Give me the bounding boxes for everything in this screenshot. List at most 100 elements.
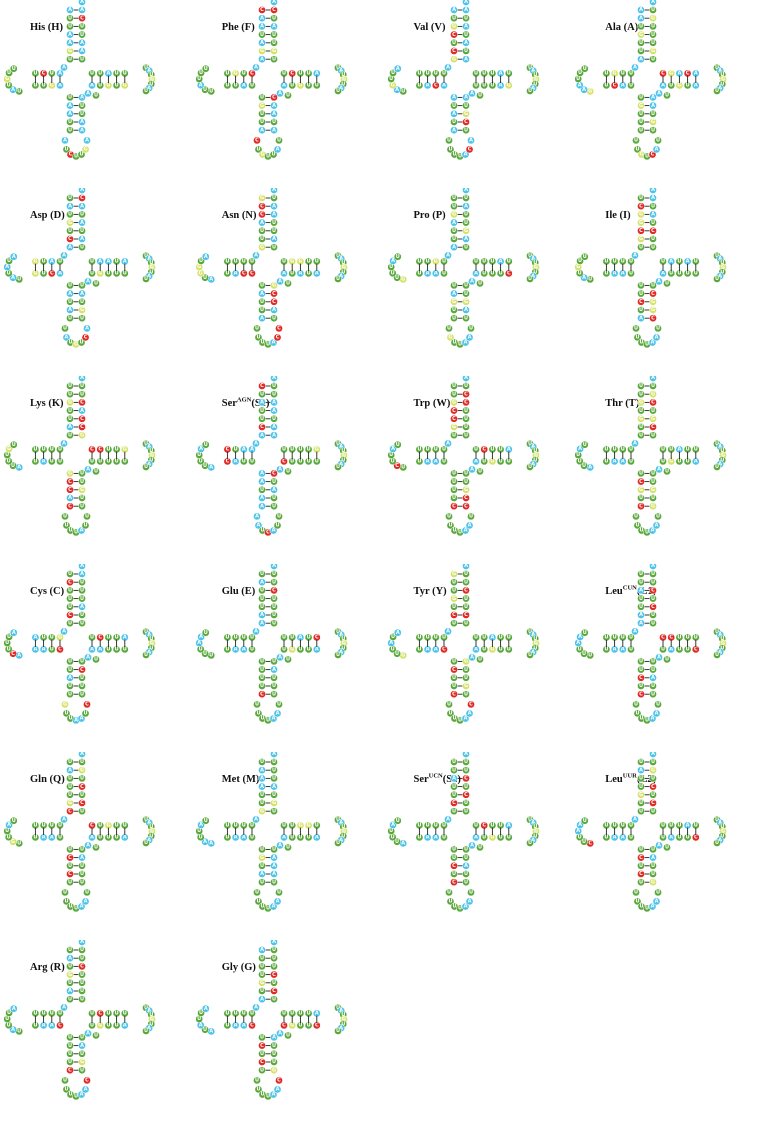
acceptor-stem-nt: A — [66, 6, 74, 14]
anticodon-stem-nt: U — [66, 665, 74, 674]
anticodon-stem-nt: A — [66, 673, 74, 682]
svg-text:A: A — [531, 444, 535, 450]
acceptor-stem-nt: U — [461, 578, 470, 587]
acceptor-stem-nt: U — [637, 774, 646, 783]
svg-text:G: G — [5, 76, 9, 82]
svg-text:U: U — [651, 220, 655, 226]
svg-text:U: U — [225, 823, 229, 829]
d-loop-nt: A — [196, 1021, 205, 1030]
variable-loop-nt: U — [283, 655, 292, 664]
svg-text:G: G — [651, 503, 655, 509]
svg-text:U: U — [463, 691, 467, 697]
connector-nt: A — [60, 251, 68, 260]
acceptor-stem-nt: G — [449, 594, 458, 603]
acceptor-stem-nt: U — [78, 946, 86, 954]
svg-text:U: U — [477, 657, 481, 663]
svg-text:U: U — [256, 147, 260, 153]
anticodon-loop-nt: U — [444, 700, 453, 709]
svg-text:U: U — [720, 81, 724, 87]
svg-text:U: U — [260, 596, 264, 602]
svg-text:C: C — [651, 424, 655, 430]
svg-text:U: U — [686, 647, 690, 653]
t-stem-nt: U — [667, 445, 676, 454]
svg-text:U: U — [272, 503, 276, 509]
svg-text:U: U — [636, 711, 640, 717]
anticodon-stem-nt: A — [269, 101, 278, 110]
anticodon-stem-nt: A — [66, 101, 74, 110]
svg-text:U: U — [463, 604, 467, 610]
acceptor-stem-nt: U — [257, 586, 266, 595]
svg-text:A: A — [298, 271, 302, 277]
svg-text:A: A — [425, 83, 429, 89]
svg-text:G: G — [448, 335, 452, 341]
acceptor-stem-nt: U — [269, 226, 278, 235]
svg-text:G: G — [533, 829, 537, 835]
trna-label: Gly (G) — [221, 962, 256, 973]
t-stem-nt: U — [296, 69, 305, 78]
svg-text:U: U — [651, 579, 655, 585]
svg-text:U: U — [533, 645, 537, 651]
svg-text:U: U — [506, 835, 510, 841]
variable-loop-nt: A — [275, 841, 284, 850]
anticodon-stem-nt: U — [449, 306, 458, 314]
svg-text:A: A — [62, 817, 66, 823]
acceptor-stem-nt: G — [637, 790, 646, 799]
svg-text:U: U — [605, 259, 609, 265]
svg-text:U: U — [463, 432, 467, 438]
t-stem-nt: U — [659, 833, 668, 842]
acceptor-stem-nt: U — [269, 758, 278, 766]
trna-cloverleaf: UACUUUUUUACUUUAGCUUUAAAAAUAUACUUUAAUACAU… — [3, 564, 156, 725]
svg-text:U: U — [578, 458, 582, 464]
svg-text:A: A — [62, 253, 66, 259]
svg-text:U: U — [463, 244, 467, 250]
svg-text:U: U — [272, 383, 276, 389]
anticodon-stem-nt: U — [637, 494, 646, 502]
svg-text:U: U — [272, 879, 276, 885]
svg-text:A: A — [678, 71, 682, 77]
t-stem-nt: U — [479, 269, 488, 278]
svg-text:A: A — [272, 855, 276, 861]
acceptor-stem-nt: A — [66, 954, 74, 963]
svg-text:U: U — [68, 15, 72, 21]
svg-text:U: U — [68, 588, 72, 594]
svg-text:C: C — [452, 408, 456, 414]
svg-text:C: C — [98, 635, 102, 641]
svg-text:U: U — [277, 890, 281, 896]
t-stem-nt: U — [471, 81, 480, 90]
svg-text:U: U — [636, 523, 640, 529]
svg-text:U: U — [256, 711, 260, 717]
svg-text:U: U — [629, 823, 633, 829]
d-loop-nt: U — [581, 816, 589, 825]
svg-text:A: A — [531, 632, 535, 638]
acceptor-stem-nt: U — [257, 235, 266, 243]
svg-text:U: U — [715, 840, 719, 846]
t-stem-nt: A — [496, 257, 504, 266]
svg-text:U: U — [85, 890, 89, 896]
svg-text:U: U — [463, 212, 467, 218]
t-stem-nt: A — [488, 633, 496, 642]
trna-cloverleaf: UCAAUUGAUUCAAUAUAACUUGGAUAAUUAUAUAAUUAGA… — [3, 188, 156, 349]
acceptor-stem-nt: A — [78, 38, 86, 47]
svg-text:U: U — [629, 647, 633, 653]
svg-text:C: C — [661, 71, 665, 77]
svg-text:U: U — [123, 271, 127, 277]
acceptor-stem-nt: U — [66, 758, 74, 766]
svg-text:C: C — [266, 530, 270, 536]
trna-label: Ala (A) — [605, 22, 639, 33]
svg-text:U: U — [527, 464, 531, 470]
svg-text:G: G — [74, 342, 78, 348]
svg-text:C: C — [68, 871, 72, 877]
svg-text:A: A — [661, 271, 665, 277]
acceptor-stem-nt: U — [649, 218, 658, 227]
svg-text:A: A — [578, 822, 582, 828]
anticodon-stem-nt: U — [449, 101, 458, 110]
anticodon-stem-nt: U — [257, 306, 266, 314]
svg-text:A: A — [260, 776, 264, 782]
svg-text:U: U — [686, 271, 690, 277]
anticodon-stem-nt: A — [449, 289, 458, 298]
anticodon-loop-nt: U — [633, 897, 642, 906]
d-loop-nt: U — [201, 816, 210, 825]
svg-text:A: A — [531, 837, 535, 843]
svg-text:A: A — [68, 111, 72, 117]
svg-text:A: A — [260, 220, 264, 226]
